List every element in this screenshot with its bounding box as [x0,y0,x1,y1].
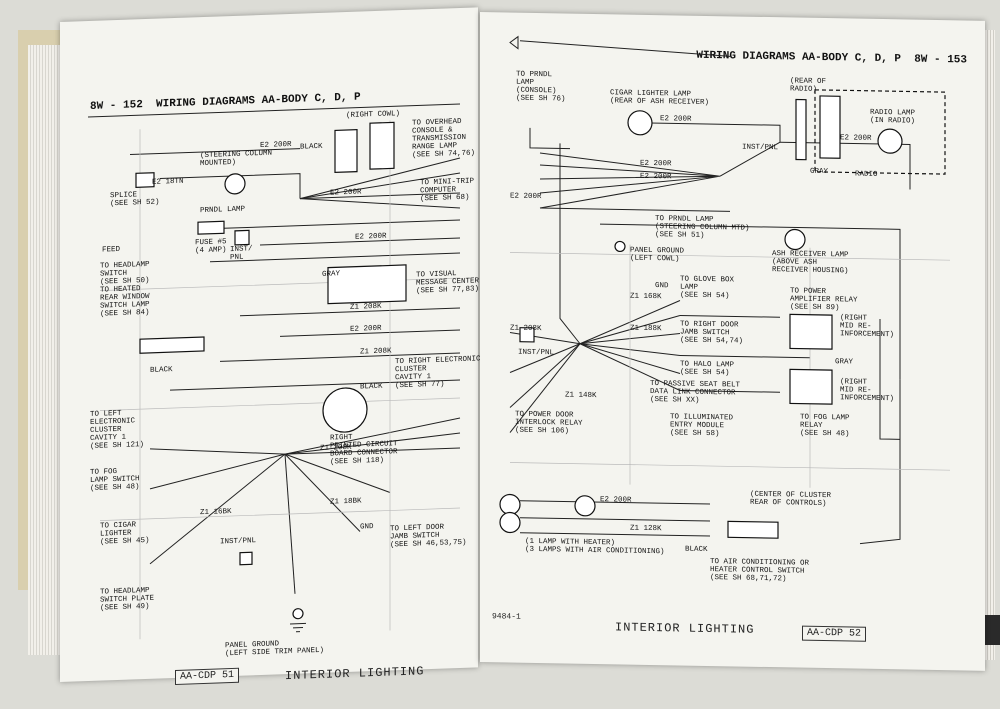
right-page: WIRING DIAGRAMS AA-BODY C, D, P 8W - 153 [480,12,985,671]
label-power-door-interlock: TO POWER DOOR INTERLOCK RELAY (SEE SH 10… [515,410,583,436]
wire-label: Z1 128K [630,524,662,534]
wire-label: Z1 168K [630,292,662,302]
label-right-door-jamb: TO RIGHT DOOR JAMB SWITCH (SEE SH 54,74) [680,320,744,346]
label-right-electronic-cluster: TO RIGHT ELECTRONIC CLUSTER CAVITY 1 (SE… [395,355,481,391]
wire-label: E2 200R [640,159,672,169]
wire-label: Z1 18BK [330,497,362,507]
label-prndl-steering: TO PRNDL LAMP (STEERING COLUMN MTD) (SEE… [655,215,750,240]
label-illuminated-entry: TO ILLUMINATED ENTRY MODULE (SEE SH 58) [670,413,734,439]
left-wiring-diagram [88,103,461,640]
label-halo-lamp: TO HALO LAMP (SEE SH 54) [680,360,735,378]
label-right-mid-1: (RIGHT MID RE- INFORCEMENT) [840,314,895,340]
wire-label: Z1 208K [350,302,382,312]
label-passive-seat-belt: TO PASSIVE SEAT BELT DATA LINK CONNECTOR… [650,379,741,405]
wire-label: E2 200R [600,496,632,505]
label-black-1: BLACK [300,142,323,152]
label-prndl-lamp: PRNDL LAMP [200,205,246,216]
label-gnd-right: GND [655,282,669,291]
left-page-code: AA-CDP 51 [175,667,240,685]
label-power-amplifier: TO POWER AMPLIFIER RELAY (SEE SH 89) [790,287,858,313]
right-page-footer-title: INTERIOR LIGHTING [615,620,755,637]
label-lamp-count: (1 LAMP WITH HEATER) (3 LAMPS WITH AIR C… [525,537,665,557]
wire-label: E2 200R [660,115,692,124]
wire-label: E2 200R [640,172,672,182]
label-headlamp-switch: TO HEADLAMP SWITCH (SEE SH 50) TO HEATED… [100,260,150,319]
wire-label: E2 200R [840,134,872,143]
label-steering-column: (STEERING COLUMN MOUNTED) [200,149,273,169]
label-left-electronic-cluster: TO LEFT ELECTRONIC CLUSTER CAVITY 1 (SEE… [90,409,145,451]
label-visual-message: TO VISUAL MESSAGE CENTER (SEE SH 77,83) [416,270,480,296]
label-gnd-left: GND [360,523,374,532]
label-inst-pnl-right-2: INST/PNL [518,348,555,358]
label-black-3: BLACK [360,382,383,392]
wire-label: Z1 16BK [200,508,232,518]
label-center-cluster: (CENTER OF CLUSTER REAR OF CONTROLS) [750,490,832,509]
label-cigar-lighter-lamp: CIGAR LIGHTER LAMP (REAR OF ASH RECEIVER… [610,89,710,107]
label-black-right: BLACK [685,545,708,554]
label-prndl-console: TO PRNDL LAMP (CONSOLE) (SEE SH 76) [516,70,566,104]
label-ac-control-switch: TO AIR CONDITIONING OR HEATER CONTROL SW… [710,558,810,584]
wire-label: E2 200R [510,192,542,202]
wire-label: Z1 188K [630,324,662,334]
wire-label: Z1 208K [320,443,352,453]
label-inst-pnl-right: INST/PNL [742,143,779,153]
wire-label: Z1 148K [565,391,597,401]
label-black-2: BLACK [150,366,173,375]
label-splice: SPLICE (SEE SH 52) [110,191,160,209]
label-overhead-console: TO OVERHEAD CONSOLE & TRANSMISSION RANGE… [412,117,476,160]
label-gray: GRAY [322,270,341,279]
label-right-mid-2: (RIGHT MID RE- INFORCEMENT) [840,378,895,404]
label-mini-trip: TO MINI-TRIP COMPUTER (SEE SH 68) [420,177,475,204]
wire-label: E2 18TN [152,177,184,187]
label-ash-receiver: ASH RECEIVER LAMP (ABOVE ASH RECEIVER HO… [772,250,849,276]
label-glove-box: TO GLOVE BOX LAMP (SEE SH 54) [680,275,735,301]
label-gray-right-2: GRAY [835,358,854,367]
wire-label: E2 200R [260,140,292,151]
wire-label: E2 200R [355,232,387,242]
label-fuse: FUSE #5 (4 AMP) [195,238,227,256]
right-wiring-diagram [499,35,950,545]
wire-label: Z1 208K [510,324,542,334]
label-panel-ground-cowl: PANEL GROUND (LEFT COWL) [630,246,685,264]
wire-label: E2 200R [350,324,382,334]
label-gray-right: GRAY [810,167,829,177]
right-page-code: AA-CDP 52 [802,625,867,642]
label-feed: FEED [102,245,121,255]
wire-label: E2 200R [330,188,362,198]
label-cigar-lighter: TO CIGAR LIGHTER (SEE SH 45) [100,521,150,547]
label-headlamp-switch-plate: TO HEADLAMP SWITCH PLATE (SEE SH 49) [100,586,155,613]
label-rear-of-radio: (REAR OF RADIO) [790,77,827,94]
label-fog-lamp-switch: TO FOG LAMP SWITCH (SEE SH 48) [90,468,140,493]
label-fog-lamp-relay: TO FOG LAMP RELAY (SEE SH 48) [800,413,850,439]
label-inst-pnl-2: INST/PNL [220,537,257,547]
label-radio-lamp: RADIO LAMP (IN RADIO) [870,108,916,126]
label-inst-pnl: INST/ PNL [230,245,253,263]
wire-label: Z1 208K [360,347,392,357]
label-left-door-jamb: TO LEFT DOOR JAMB SWITCH (SEE SH 46,53,7… [390,523,467,550]
left-page: 8W - 152 WIRING DIAGRAMS AA-BODY C, D, P [60,7,481,685]
label-radio: RADIO [855,170,878,179]
right-page-footer-left: 9484-1 [492,612,521,622]
